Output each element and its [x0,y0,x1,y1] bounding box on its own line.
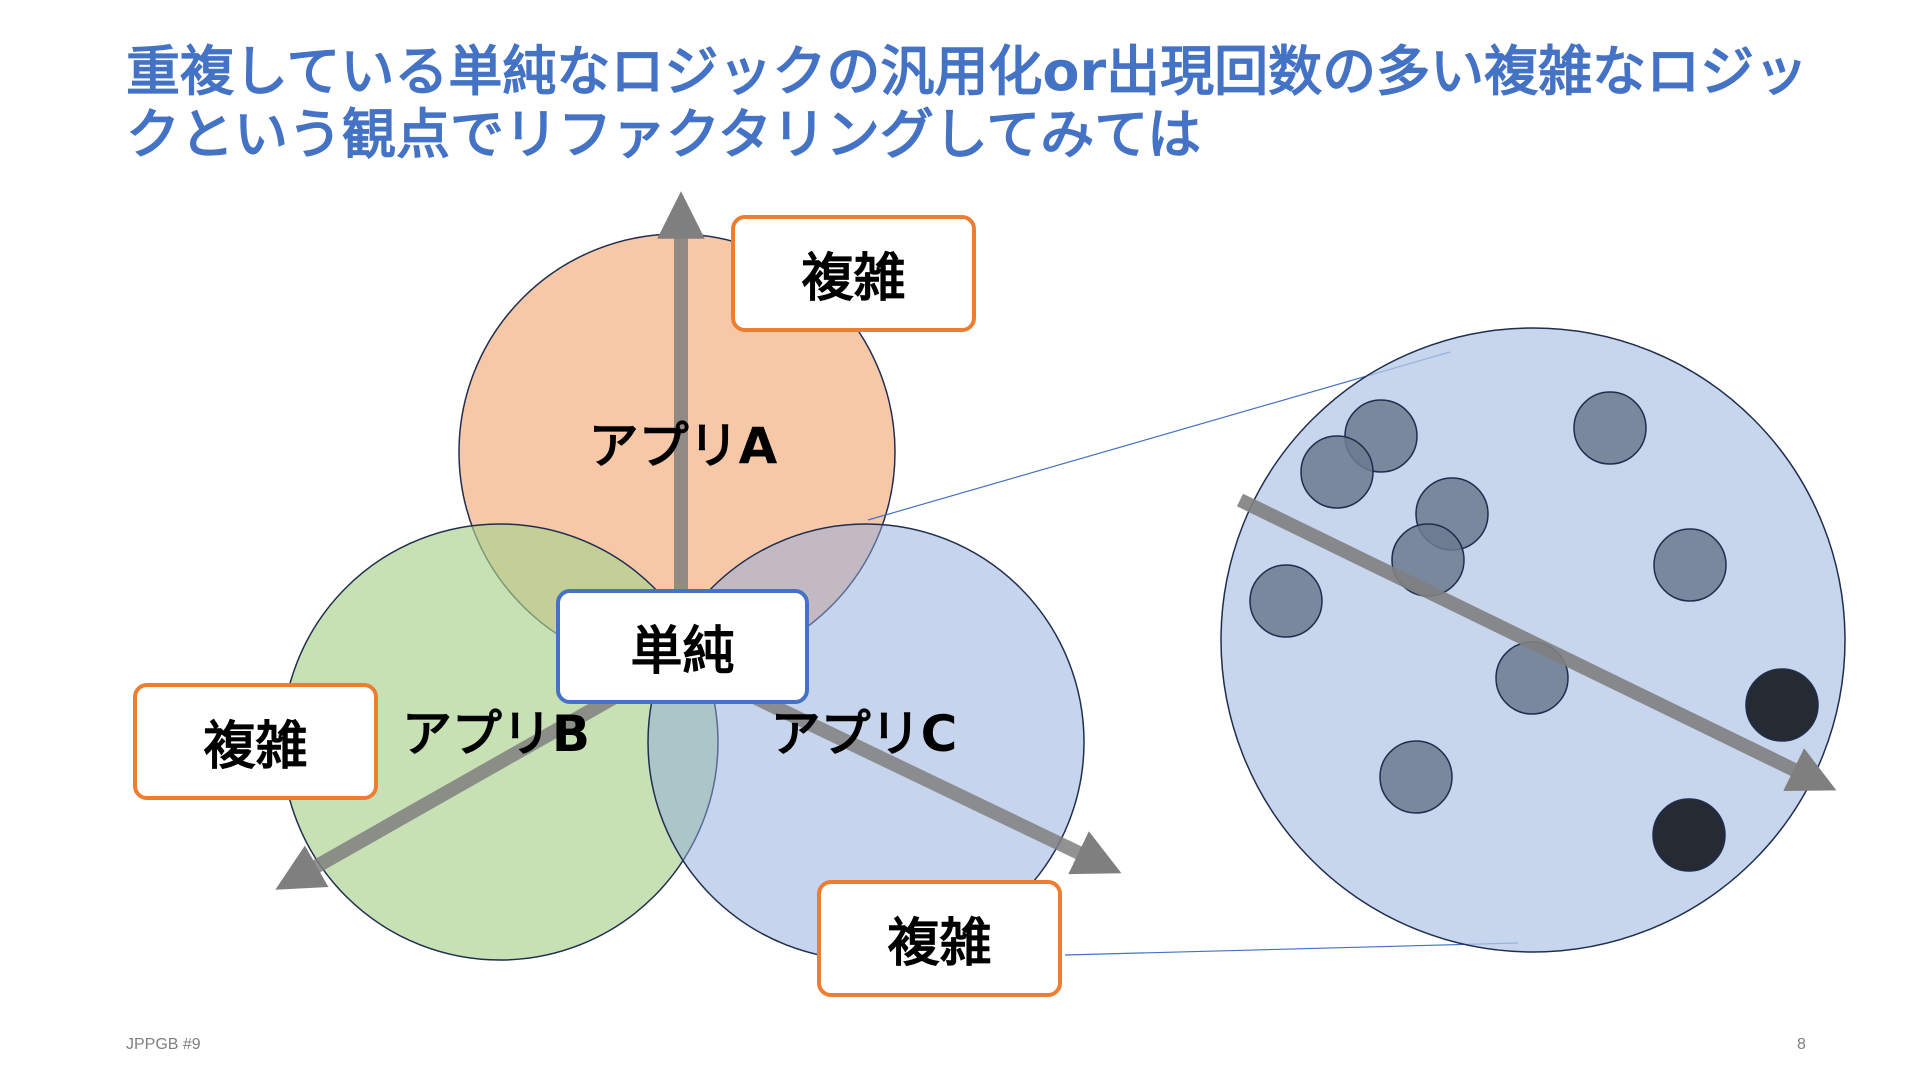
slide-title: 重複している単純なロジックの汎用化or出現回数の多い複雑なロジックという観点でリ… [126,40,1809,166]
axis-arrow-left [275,691,617,890]
callout-complex-left: 複雑 [133,683,378,800]
logic-dot [1379,740,1453,814]
logic-dot [1300,435,1374,509]
zoom-line-top [867,351,1451,521]
axis-arrow-right [752,691,1122,875]
callout-simple-center: 単純 [556,589,809,704]
logic-dot [1573,391,1647,465]
zoom-line-bottom [1064,942,1519,956]
label-app-b: アプリB [402,705,590,763]
page-number: 8 [1797,1036,1806,1053]
zoom-divider-arrow [1236,493,1837,791]
logic-dot-dark [1652,798,1726,872]
label-app-a: アプリA [589,417,778,475]
logic-dot [1249,564,1323,638]
label-app-c: アプリC [771,705,958,763]
logic-dots [1249,391,1819,872]
callout-complex-top: 複雑 [731,215,976,332]
footer-label: JPPGB #9 [126,1036,201,1053]
logic-dot [1653,528,1727,602]
callout-complex-bottom: 複雑 [817,880,1062,997]
logic-dot-dark [1745,668,1819,742]
